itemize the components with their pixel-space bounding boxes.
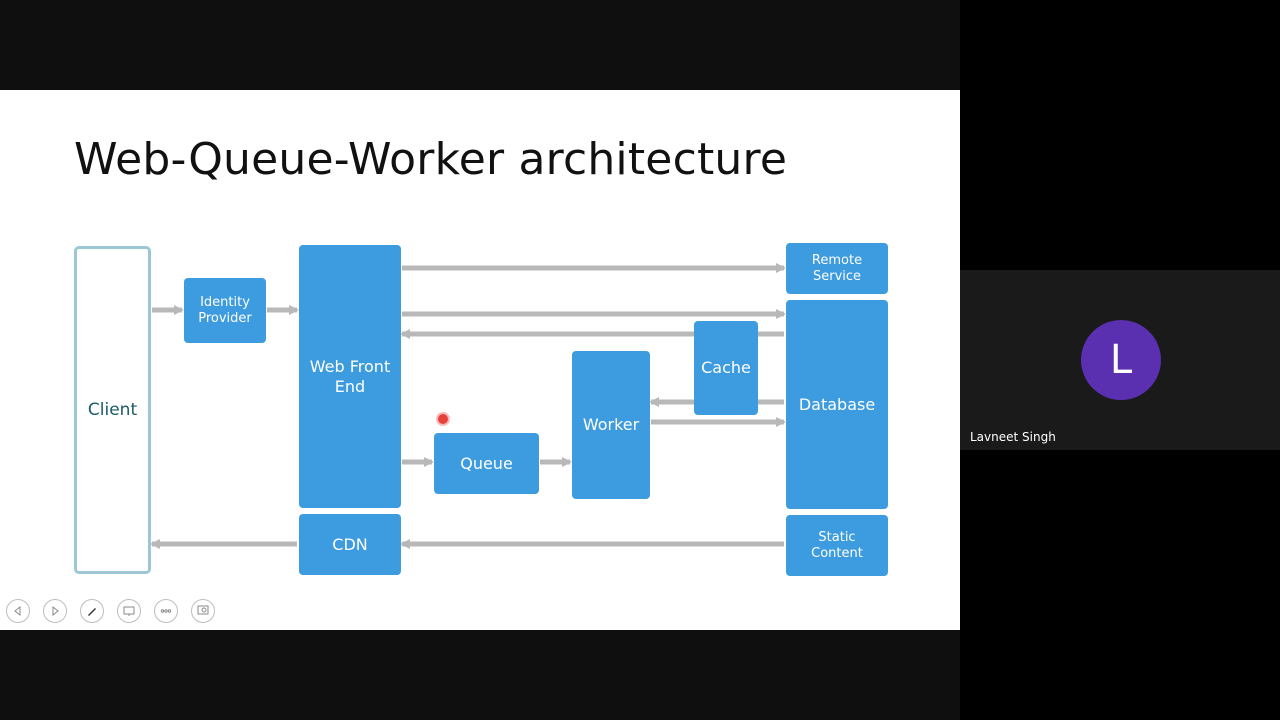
remote-service-node: Remote Service (786, 243, 888, 294)
static-content-node: Static Content (786, 515, 888, 576)
zoom-icon[interactable] (191, 599, 215, 623)
database-node: Database (786, 300, 888, 509)
client-node: Client (74, 246, 151, 574)
participant-name: Lavneet Singh (970, 430, 1056, 444)
queue-node: Queue (434, 433, 539, 494)
avatar: L (1081, 320, 1161, 400)
slide: Web-Queue-Worker architecture (0, 90, 960, 630)
pen-icon[interactable] (80, 599, 104, 623)
presentation-stage: Web-Queue-Worker architecture (0, 0, 960, 720)
flow-arrows (150, 263, 786, 549)
previous-slide-icon[interactable] (6, 599, 30, 623)
laser-pointer (438, 414, 448, 424)
see-all-slides-icon[interactable] (117, 599, 141, 623)
identity-provider-node: Identity Provider (184, 278, 266, 343)
slideshow-toolbar (6, 599, 215, 623)
slide-title: Web-Queue-Worker architecture (74, 134, 788, 185)
next-slide-icon[interactable] (43, 599, 67, 623)
participant-tile[interactable]: L Lavneet Singh (960, 270, 1280, 450)
more-options-icon[interactable] (154, 599, 178, 623)
worker-node: Worker (572, 351, 650, 499)
cache-node: Cache (694, 321, 758, 415)
web-front-end-node: Web Front End (299, 245, 401, 508)
cdn-node: CDN (299, 514, 401, 575)
